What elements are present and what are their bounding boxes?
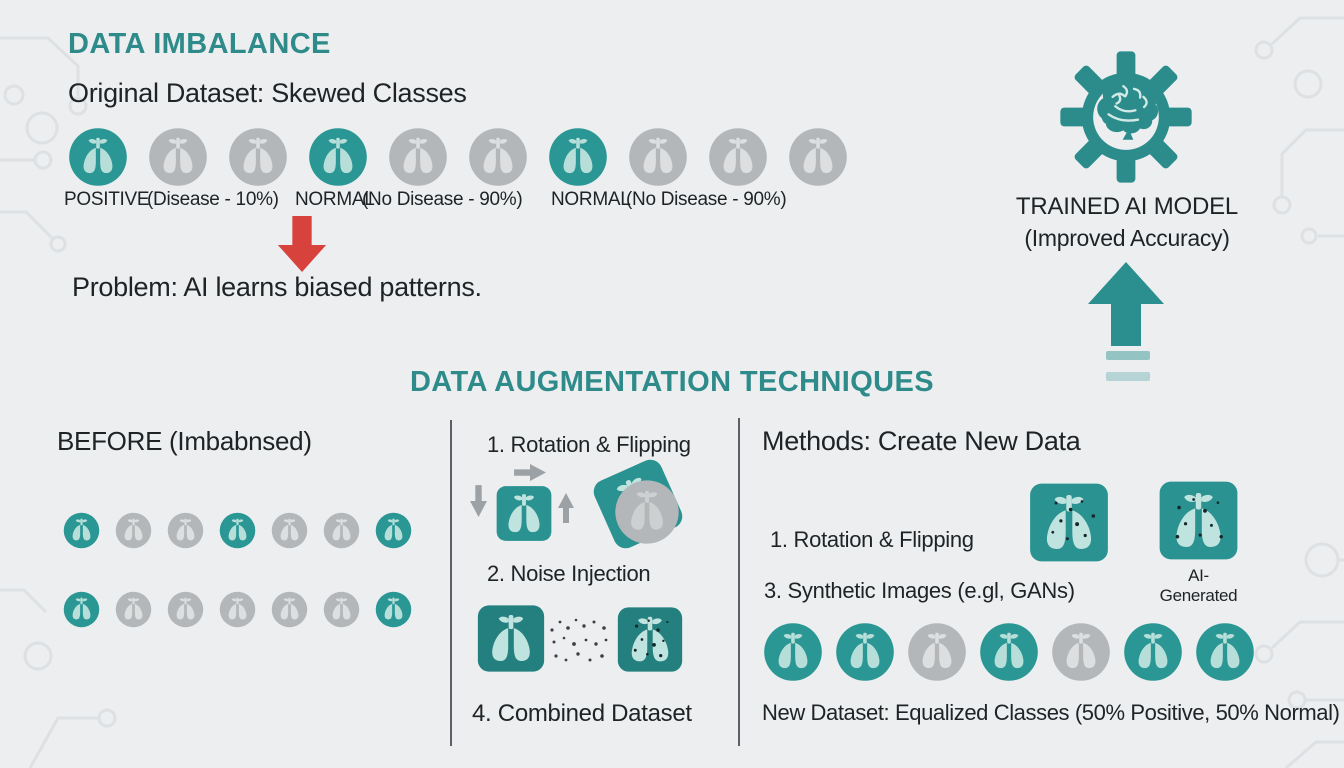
lung-scan-icon <box>388 127 448 187</box>
lung-scan-icon <box>323 591 360 628</box>
methods-step1: 1. Rotation & Flipping <box>770 527 974 552</box>
imbalance-title: DATA IMBALANCE <box>68 28 331 60</box>
xray-square-icon <box>490 485 558 542</box>
red-down-arrow-icon <box>277 216 327 272</box>
gear-brain-icon <box>1060 51 1192 183</box>
label-normal-1: NORMAL <box>295 189 375 210</box>
label-normal-2: NORMAL <box>551 189 631 210</box>
lung-scan-icon <box>1195 622 1255 682</box>
augmentation-title: DATA AUGMENTATION TECHNIQUES <box>409 366 935 398</box>
lung-scan-icon <box>979 622 1039 682</box>
lung-scan-icon <box>63 512 100 549</box>
lung-scan-icon <box>788 127 848 187</box>
lung-scan-icon <box>1051 622 1111 682</box>
label-nodisease-2: (No Disease - 90%) <box>626 189 787 210</box>
lung-scan-icon <box>167 512 204 549</box>
technique-step2: 2. Noise Injection <box>487 561 651 586</box>
rotate-right-arrow-icon <box>514 464 546 481</box>
ai-generated-label: AI-Generated <box>1159 566 1238 605</box>
lung-scan-icon <box>708 127 768 187</box>
panel-divider-right <box>738 418 740 746</box>
lung-scan-icon <box>323 512 360 549</box>
noise-dots-icon <box>550 618 608 662</box>
panel-divider-left <box>450 420 452 746</box>
imbalance-subtitle: Original Dataset: Skewed Classes <box>68 78 467 108</box>
lung-scan-icon <box>63 591 100 628</box>
technique-step4: 4. Combined Dataset <box>472 700 692 727</box>
label-positive: POSITIVE <box>64 189 150 210</box>
lung-scan-icon <box>907 622 967 682</box>
lung-scan-icon <box>763 622 823 682</box>
model-subtitle: (Improved Accuracy) <box>1024 225 1230 251</box>
label-nodisease-1: (No Disease - 90%) <box>362 189 523 210</box>
lung-scan-icon <box>308 127 368 187</box>
methods-title: Methods: Create New Data <box>762 426 1081 456</box>
lung-scan-icon <box>219 591 256 628</box>
lung-scan-icon <box>115 512 152 549</box>
model-title: TRAINED AI MODEL <box>1015 193 1239 220</box>
lung-scan-icon <box>468 127 528 187</box>
clean-xray-square-icon <box>474 604 548 673</box>
ai-generated-xray-icon <box>1152 480 1245 561</box>
arrow-trail-bar <box>1106 351 1150 360</box>
lung-scan-icon <box>375 591 412 628</box>
lung-scan-icon <box>628 127 688 187</box>
augmented-xray-icon <box>1025 482 1113 563</box>
result-icon-row <box>763 622 1255 682</box>
new-dataset-caption: New Dataset: Equalized Classes (50% Posi… <box>762 700 1340 725</box>
lung-scan-icon <box>115 591 152 628</box>
problem-text: Problem: AI learns biased patterns. <box>72 272 482 302</box>
technique-step1: 1. Rotation & Flipping <box>487 432 691 457</box>
noisy-xray-square-icon <box>612 606 688 673</box>
lung-scan-icon <box>167 591 204 628</box>
teal-up-arrow-icon <box>1088 262 1164 346</box>
lung-scan-icon <box>68 127 128 187</box>
lung-scan-icon <box>271 512 308 549</box>
flipped-lung-scan-icon <box>614 479 680 545</box>
label-disease-pct: (Disease - 10%) <box>147 189 279 210</box>
lung-scan-icon <box>271 591 308 628</box>
lung-scan-icon <box>375 512 412 549</box>
lung-scan-icon <box>548 127 608 187</box>
lung-scan-icon <box>1123 622 1183 682</box>
lung-scan-icon <box>219 512 256 549</box>
dataset-icon-row <box>68 127 848 187</box>
before-icon-row-2 <box>63 591 412 628</box>
before-title: BEFORE (Imbabnsed) <box>57 426 312 456</box>
before-icon-row-1 <box>63 512 412 549</box>
lung-scan-icon <box>148 127 208 187</box>
arrow-trail-bar <box>1106 372 1150 381</box>
rotate-up-arrow-icon <box>558 493 574 523</box>
rotate-down-arrow-icon <box>470 485 487 517</box>
methods-step3: 3. Synthetic Images (e.gl, GANs) <box>764 578 1075 603</box>
lung-scan-icon <box>228 127 288 187</box>
lung-scan-icon <box>835 622 895 682</box>
